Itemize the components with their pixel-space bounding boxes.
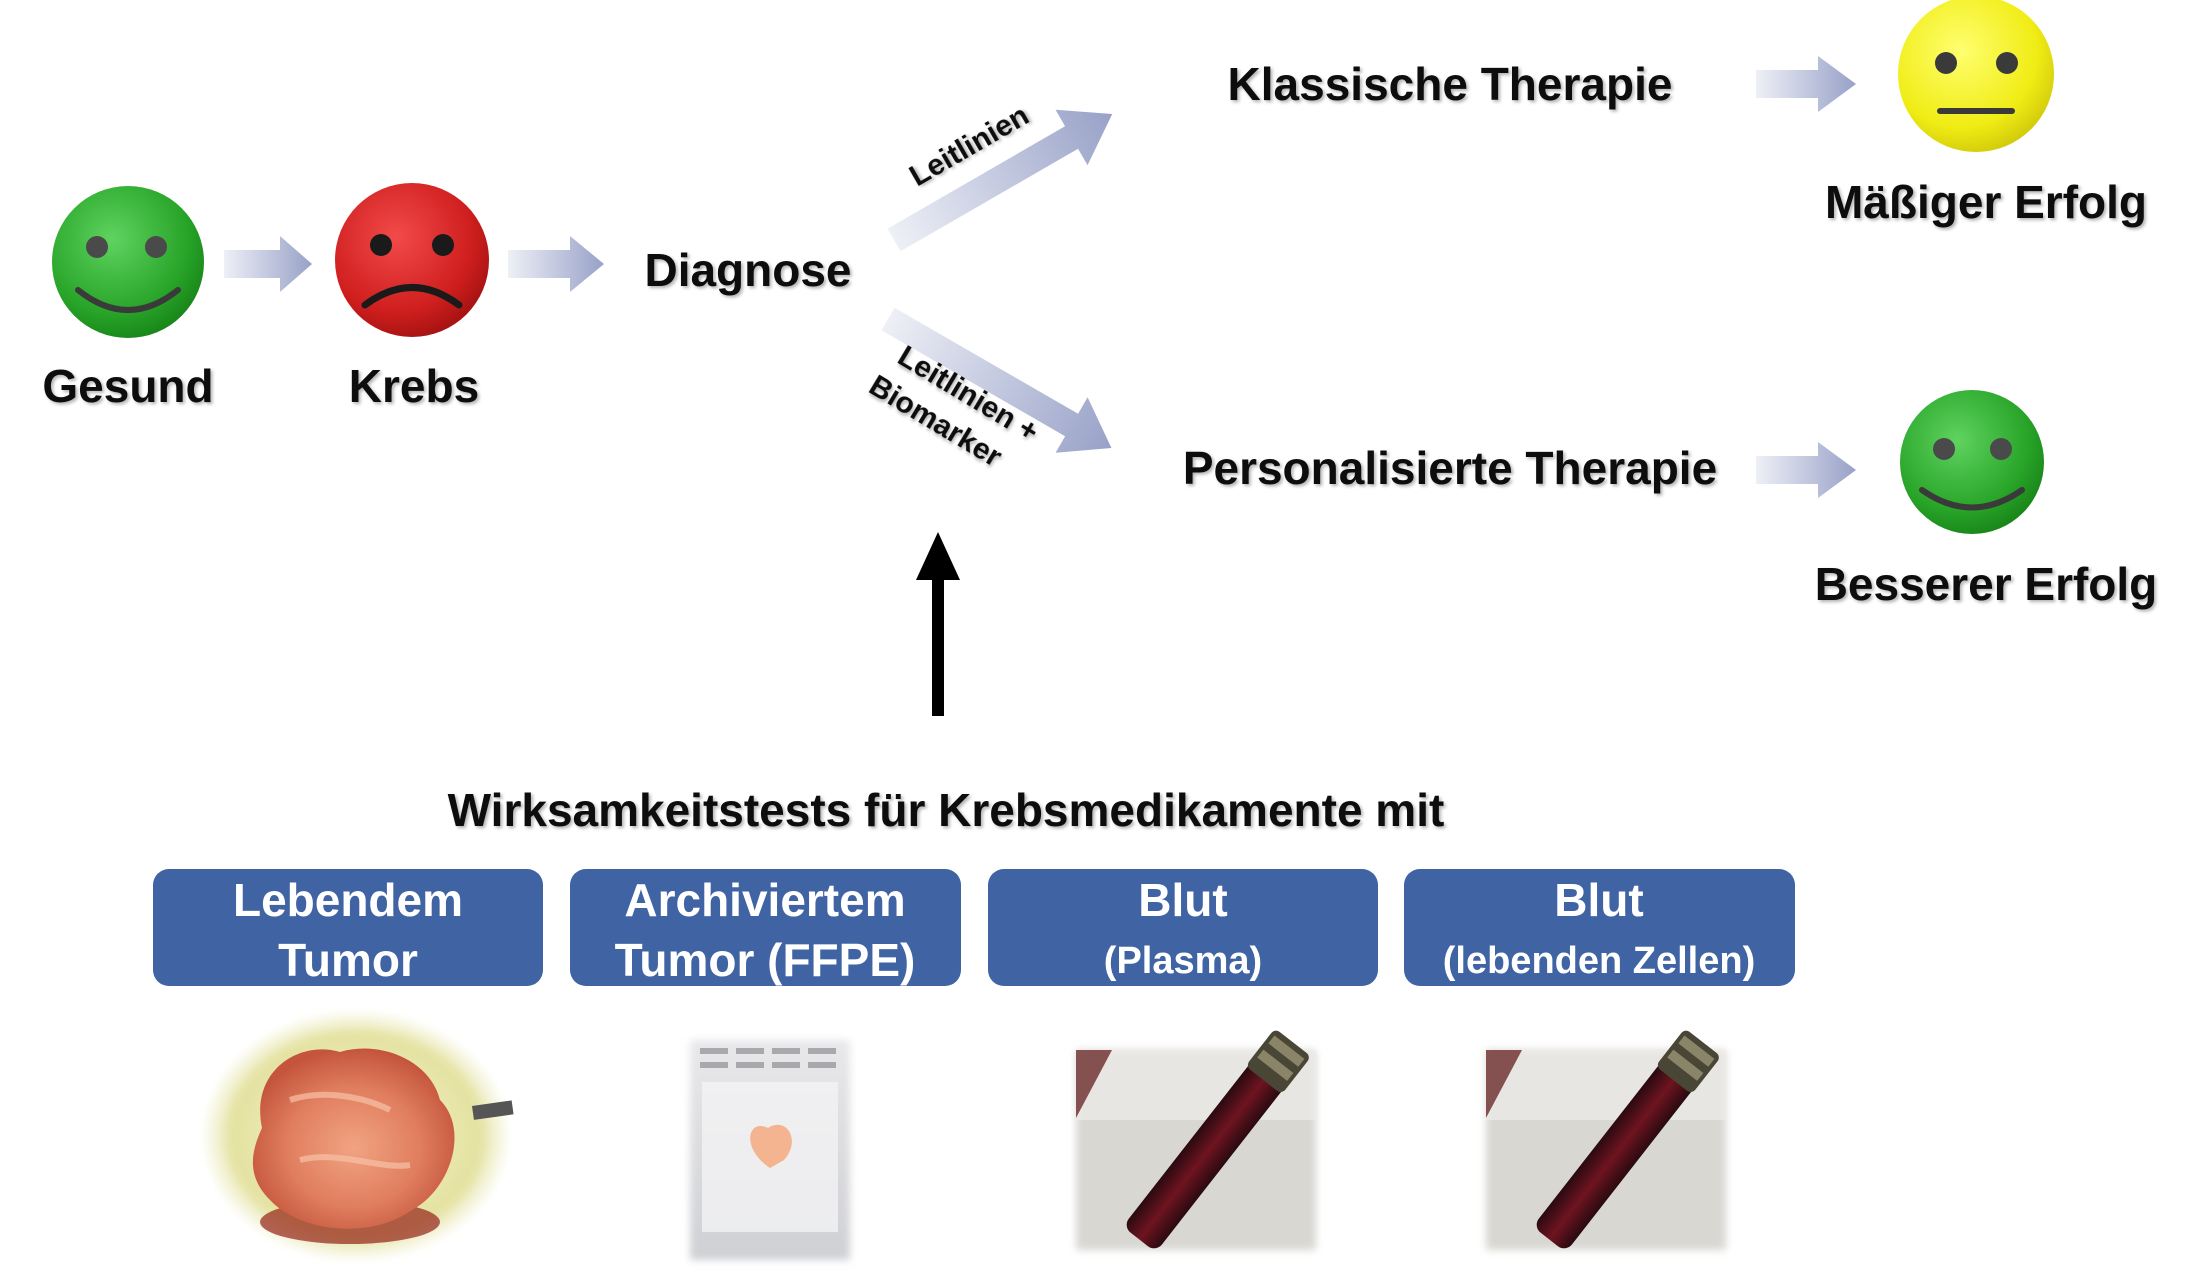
living-tumor-photo	[204, 1012, 514, 1260]
tests-heading: Wirksamkeitstests für Krebsmedikamente m…	[448, 784, 1445, 836]
sample-box-archived-tumor-line1: Archiviertem	[624, 874, 905, 926]
healthy-face-icon	[52, 186, 204, 338]
sample-box-blood-plasma-line2: (Plasma)	[1104, 940, 1262, 982]
sample-box-archived-tumor: Archiviertem Tumor (FFPE)	[570, 869, 961, 986]
sample-box-archived-tumor-line2: Tumor (FFPE)	[615, 934, 916, 986]
label-healthy: Gesund	[42, 360, 213, 412]
sample-box-living-tumor: Lebendem Tumor	[153, 869, 543, 986]
label-diagnosis: Diagnose	[644, 244, 851, 296]
arrow-cancer-to-diagnosis	[508, 236, 604, 292]
blood-plasma-photo	[1076, 1030, 1316, 1250]
sample-box-blood-cells: Blut (lebenden Zellen)	[1404, 869, 1795, 986]
sample-box-blood-cells-line2: (lebenden Zellen)	[1443, 940, 1755, 982]
label-classic-therapy: Klassische Therapie	[1228, 58, 1673, 110]
arrow-classic-to-outcome	[1756, 56, 1856, 112]
better-outcome-face-icon	[1900, 390, 2044, 534]
arrow-diagnosis-to-classic	[887, 109, 1113, 252]
arrow-tests-to-personalized	[916, 532, 960, 716]
sad-face-icon	[335, 183, 489, 337]
label-better-outcome: Besserer Erfolg	[1815, 558, 2158, 610]
sample-box-blood-plasma-line1: Blut	[1138, 874, 1227, 926]
sample-box-living-tumor-line2: Tumor	[278, 934, 418, 986]
label-cancer: Krebs	[349, 360, 479, 412]
label-moderate-outcome: Mäßiger Erfolg	[1825, 176, 2147, 228]
blood-cells-photo	[1486, 1030, 1726, 1250]
sample-box-blood-cells-line1: Blut	[1554, 874, 1643, 926]
sample-box-blood-plasma: Blut (Plasma)	[988, 869, 1378, 986]
arrow-diagnosis-to-personalized	[881, 307, 1112, 453]
arrow-personalized-to-outcome	[1756, 442, 1856, 498]
archived-tumor-photo	[690, 1040, 850, 1260]
label-personalized-therapy: Personalisierte Therapie	[1183, 442, 1717, 494]
sample-box-living-tumor-line1: Lebendem	[233, 874, 463, 926]
neutral-face-icon	[1898, 0, 2054, 152]
arrow-healthy-to-cancer	[224, 236, 312, 292]
